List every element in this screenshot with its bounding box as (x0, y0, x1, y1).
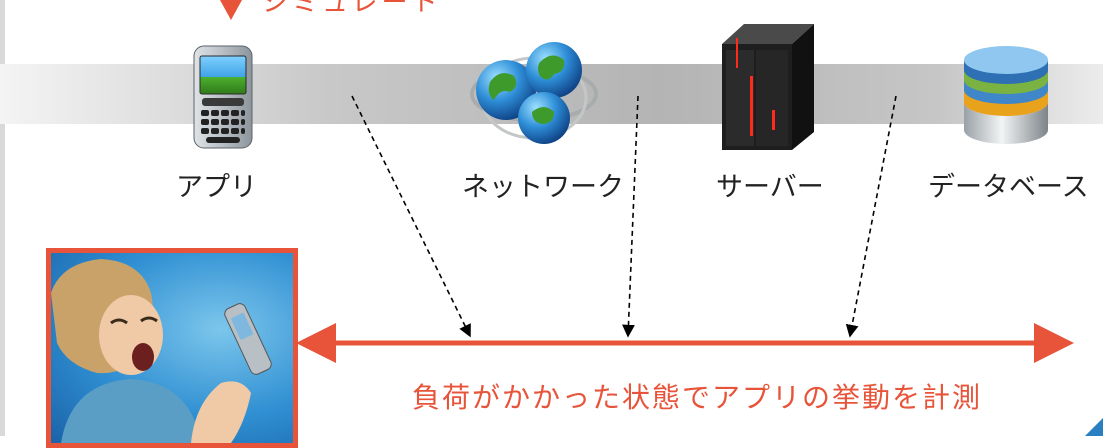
simulate-label: シミュレート (262, 0, 442, 18)
server-icon (712, 14, 830, 156)
component-label-database: データベース (928, 172, 1089, 203)
component-label-server: サーバー (716, 172, 824, 203)
dashed-arrow-server (845, 95, 897, 338)
dashed-arrow-app (351, 95, 471, 338)
component-label-network: ネットワーク (462, 172, 624, 203)
smartphone-icon (188, 40, 258, 156)
database-icon (958, 38, 1054, 152)
measurement-arrows (296, 95, 1074, 363)
globe-network-icon (468, 32, 600, 150)
simulate-arrow-icon (220, 0, 242, 20)
measurement-caption: 負荷がかかった状態でアプリの挙動を計測 (412, 381, 983, 414)
frustrated-user-photo (46, 248, 298, 448)
left-divider (0, 0, 5, 436)
photo-content (51, 253, 293, 443)
component-label-app: アプリ (176, 172, 257, 203)
corner-decoration (1085, 418, 1103, 436)
dashed-arrow-network (622, 95, 639, 338)
